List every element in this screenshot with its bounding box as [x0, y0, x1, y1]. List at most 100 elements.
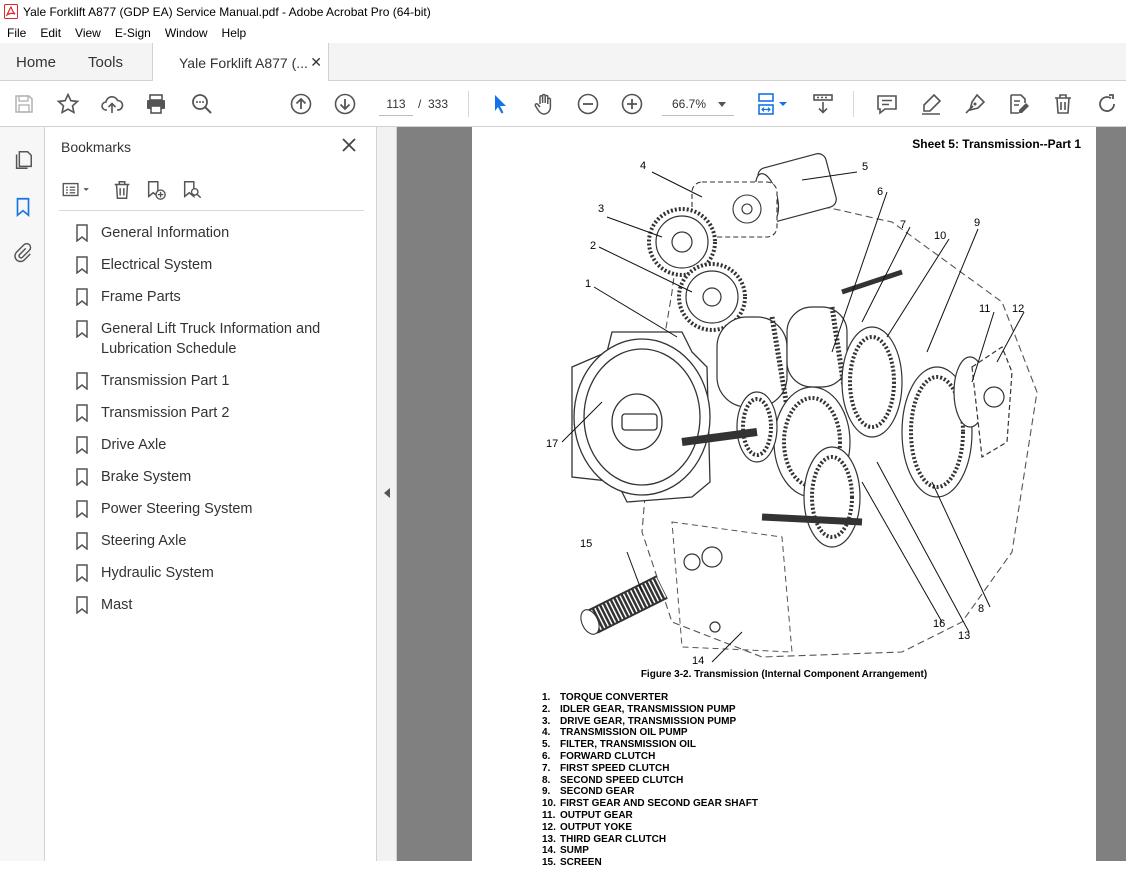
menu-help[interactable]: Help — [221, 26, 247, 40]
legend-text: FILTER, TRANSMISSION OIL — [560, 739, 696, 751]
edit-pdf-button[interactable] — [1005, 90, 1033, 118]
legend-row: 15.SCREEN — [542, 857, 758, 869]
legend-number: 5. — [542, 739, 551, 751]
bookmark-item[interactable]: General Information — [75, 223, 365, 243]
sump-ports — [683, 546, 723, 633]
save-button[interactable] — [10, 90, 38, 118]
legend-number: 13. — [542, 833, 556, 845]
third-gear-clutch — [761, 446, 863, 548]
arrow-up-circle-icon — [290, 93, 312, 115]
bookmark-label: Brake System — [101, 469, 192, 485]
bookmark-icon — [76, 468, 88, 486]
page-number-input[interactable]: 113 — [379, 92, 413, 116]
redo-button[interactable] — [1093, 90, 1121, 118]
minus-circle-icon — [577, 93, 599, 115]
bookmark-item[interactable]: Mast — [75, 595, 365, 615]
tab-home[interactable]: Home — [16, 53, 57, 71]
delete-bookmark-button[interactable] — [109, 177, 135, 203]
select-tool-button[interactable] — [486, 90, 514, 118]
title-bar: Yale Forklift A877 (GDP EA) Service Manu… — [0, 0, 1126, 23]
bookmark-options-button[interactable] — [59, 177, 95, 203]
print-button[interactable] — [142, 90, 170, 118]
legend-number: 12. — [542, 821, 556, 833]
bookmark-item[interactable]: Drive Axle — [75, 435, 365, 455]
callout-1: 1 — [585, 278, 591, 290]
scroll-mode-button[interactable] — [809, 90, 837, 118]
rotate-icon — [1099, 94, 1115, 112]
toolbar-divider — [853, 91, 854, 117]
toolbar-divider — [468, 91, 469, 117]
bookmark-item[interactable]: Electrical System — [75, 255, 365, 275]
legend-row: 13.THIRD GEAR CLUTCH — [542, 834, 758, 846]
bookmark-star-button[interactable] — [54, 90, 82, 118]
comment-button[interactable] — [873, 90, 901, 118]
panel-collapse-handle[interactable] — [377, 127, 397, 861]
callout-13: 13 — [958, 630, 970, 642]
add-bookmark-icon — [147, 181, 166, 200]
upload-button[interactable] — [98, 90, 126, 118]
legend-number: 1. — [542, 692, 551, 703]
bookmarks-title: Bookmarks — [61, 139, 132, 155]
bookmark-item[interactable]: Frame Parts — [75, 287, 365, 307]
bookmark-item[interactable]: Power Steering System — [75, 499, 365, 519]
printer-icon — [147, 94, 165, 114]
tab-tools[interactable]: Tools — [88, 53, 124, 71]
menu-edit[interactable]: Edit — [40, 26, 62, 40]
chevron-down-icon — [718, 102, 726, 107]
cloud-upload-icon — [101, 96, 124, 113]
star-icon — [56, 92, 80, 115]
bookmark-label: Drive Axle — [101, 437, 167, 453]
menu-esign[interactable]: E-Sign — [114, 26, 151, 40]
bookmark-search-icon — [183, 181, 202, 199]
second-gear — [841, 326, 903, 438]
bookmark-label: Transmission Part 1 — [101, 373, 230, 389]
zoom-level-value: 66.7% — [672, 97, 707, 111]
hand-tool-button[interactable] — [530, 90, 558, 118]
legend-number: 4. — [542, 727, 551, 739]
attachments-button[interactable] — [10, 240, 36, 266]
legend-text: FORWARD CLUTCH — [560, 750, 656, 762]
zoom-in-button[interactable] — [618, 90, 646, 118]
bookmark-item[interactable]: Brake System — [75, 467, 365, 487]
bookmark-item[interactable]: Transmission Part 1 — [75, 371, 365, 391]
legend-text: IDLER GEAR, TRANSMISSION PUMP — [560, 703, 736, 715]
sump-outline — [671, 521, 793, 653]
bookmark-from-selection-button[interactable] — [179, 177, 205, 203]
highlighter-icon — [922, 93, 942, 115]
bookmark-item[interactable]: General Lift Truck Information and Lubri… — [75, 319, 365, 359]
menu-view[interactable]: View — [75, 26, 101, 40]
bookmarks-panel-button[interactable] — [10, 194, 36, 220]
find-button[interactable] — [188, 90, 216, 118]
previous-page-button[interactable] — [287, 90, 315, 118]
zoom-level-select[interactable]: 66.7% — [662, 92, 734, 116]
tab-document[interactable]: Yale Forklift A877 (... ✕ — [152, 43, 329, 82]
callout-leaders — [561, 171, 1025, 663]
close-icon[interactable] — [341, 137, 357, 153]
bookmark-label: Mast — [101, 597, 133, 613]
bookmark-item[interactable]: Transmission Part 2 — [75, 403, 365, 423]
legend-row: 2.IDLER GEAR, TRANSMISSION PUMP — [542, 704, 758, 716]
legend-row: 1.TORQUE CONVERTER — [542, 692, 758, 704]
bookmark-label: Hydraulic System — [101, 565, 214, 581]
close-tab-icon[interactable]: ✕ — [310, 54, 322, 70]
legend-row: 14.SUMP — [542, 845, 758, 857]
legend-number: 11. — [542, 809, 556, 821]
bookmark-item[interactable]: Hydraulic System — [75, 563, 365, 583]
draw-button[interactable] — [961, 90, 989, 118]
callout-10: 10 — [934, 230, 946, 242]
highlight-button[interactable] — [917, 90, 945, 118]
menu-window[interactable]: Window — [164, 26, 208, 40]
page-thumbnails-button[interactable] — [10, 147, 36, 173]
callout-7: 7 — [900, 219, 906, 231]
page-display-button[interactable] — [752, 90, 792, 118]
menu-file[interactable]: File — [7, 26, 27, 40]
zoom-out-button[interactable] — [574, 90, 602, 118]
new-bookmark-button[interactable] — [143, 177, 169, 203]
legend-number: 9. — [542, 786, 551, 798]
next-page-button[interactable] — [331, 90, 359, 118]
page-fit-icon — [758, 93, 787, 115]
delete-button[interactable] — [1049, 90, 1077, 118]
document-viewport[interactable]: Sheet 5: Transmission--Part 1 — [397, 127, 1126, 868]
bookmark-item[interactable]: Steering Axle — [75, 531, 365, 551]
